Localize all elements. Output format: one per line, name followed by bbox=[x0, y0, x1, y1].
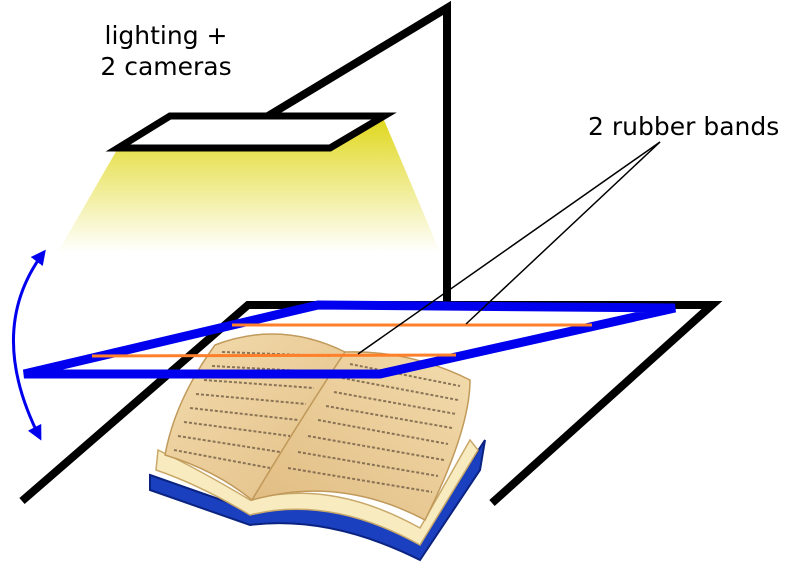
lighting-camera-box bbox=[105, 112, 397, 152]
lighting-label-line-1: lighting + bbox=[104, 21, 228, 50]
pointer-line-2 bbox=[465, 141, 661, 325]
pointer-line-1 bbox=[357, 141, 661, 355]
rubber-band-2 bbox=[91, 353, 457, 358]
light-beam bbox=[58, 120, 440, 252]
lighting-label-line-2: 2 cameras bbox=[100, 52, 232, 81]
open-book-icon bbox=[149, 333, 486, 562]
lighting-cameras-label: lighting + 2 cameras bbox=[86, 20, 246, 82]
scanner-mast bbox=[265, 0, 451, 305]
rubber-bands-label: 2 rubber bands bbox=[588, 112, 780, 141]
glass-pressing-frame bbox=[22, 300, 676, 379]
rotation-arrow-icon bbox=[11, 249, 46, 441]
